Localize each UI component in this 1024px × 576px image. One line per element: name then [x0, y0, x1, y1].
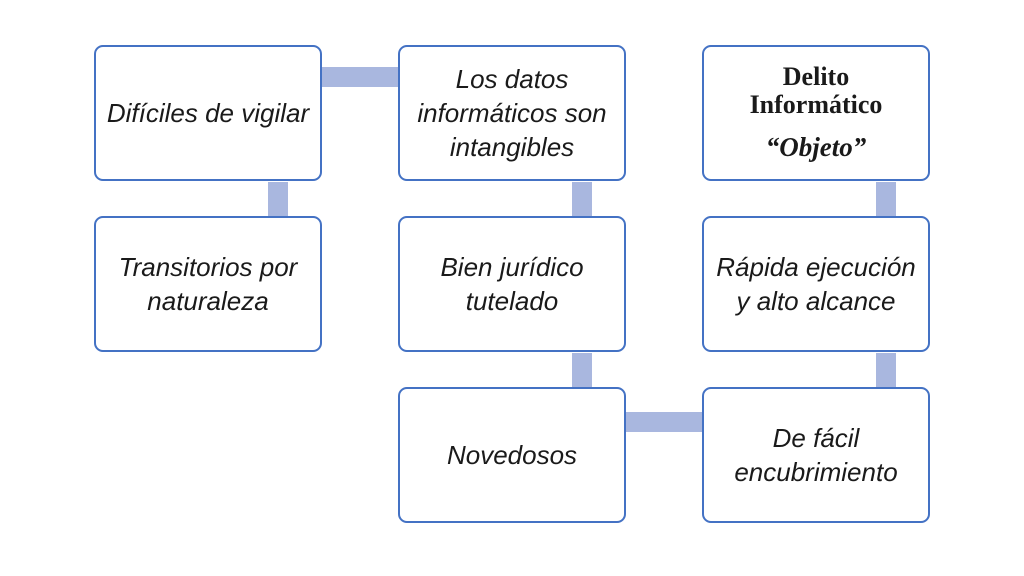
node-title: Delito Informático: [749, 62, 883, 119]
connector-datos-bien: [572, 182, 592, 218]
node-label: Bien jurídico tutelado: [440, 252, 584, 316]
connector-facil-rapida: [876, 353, 896, 389]
node-subtitle: “Objeto”: [765, 132, 867, 162]
connector-dificiles-datos: [322, 67, 400, 87]
connector-bien-novedosos: [572, 353, 592, 389]
node-datos-intangibles: Los datos informáticos son intangibles: [398, 45, 626, 181]
node-label: De fácil encubrimiento: [734, 423, 898, 487]
node-label: Difíciles de vigilar: [106, 98, 310, 128]
node-de-facil-encubrimiento: De fácil encubrimiento: [702, 387, 930, 523]
connector-rapida-delito: [876, 182, 896, 218]
node-title-group: Delito Informático “Objeto”: [726, 63, 906, 163]
node-label: Los datos informáticos son intangibles: [417, 64, 607, 162]
node-label: Transitorios por naturaleza: [118, 252, 298, 316]
node-dificiles-de-vigilar: Difíciles de vigilar: [94, 45, 322, 181]
node-label: Novedosos: [446, 440, 578, 470]
node-delito-informatico-objeto: Delito Informático “Objeto”: [702, 45, 930, 181]
connector-dificiles-transitorios: [268, 182, 288, 218]
node-novedosos: Novedosos: [398, 387, 626, 523]
node-rapida-ejecucion: Rápida ejecución y alto alcance: [702, 216, 930, 352]
node-transitorios-por-naturaleza: Transitorios por naturaleza: [94, 216, 322, 352]
node-bien-juridico-tutelado: Bien jurídico tutelado: [398, 216, 626, 352]
node-label: Rápida ejecución y alto alcance: [716, 252, 916, 316]
connector-novedosos-facil: [626, 412, 704, 432]
